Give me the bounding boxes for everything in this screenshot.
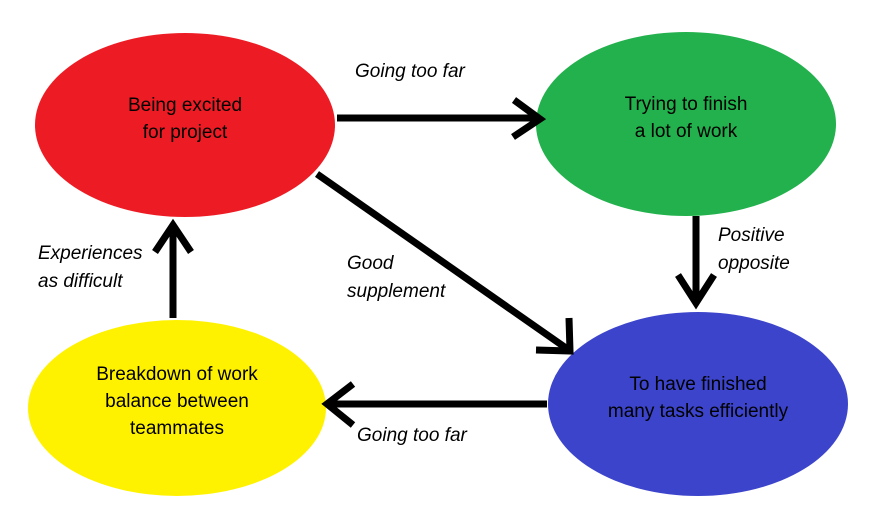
node-ellipse-green[interactable]: [536, 32, 836, 216]
node-ellipse-blue[interactable]: [548, 312, 848, 496]
arrow-green-to-blue[interactable]: [675, 216, 717, 310]
node-ellipse-red[interactable]: [35, 33, 335, 217]
arrow-red-to-blue[interactable]: [314, 171, 574, 355]
edge-label-good-supplement: Good supplement: [347, 253, 446, 302]
edge-label-positive-opposite: Positive opposite: [718, 225, 790, 274]
edge-label-experiences-as-difficult: Experiences as difficult: [38, 243, 143, 292]
edge-label-going-too-far-bottom: Going too far: [357, 425, 467, 446]
edge-label-going-too-far-top: Going too far: [355, 61, 465, 82]
arrow-yellow-to-red[interactable]: [152, 218, 194, 318]
arrow-blue-to-yellow[interactable]: [321, 381, 547, 428]
arrow-red-to-green[interactable]: [337, 97, 547, 140]
node-ellipse-yellow[interactable]: [28, 320, 326, 496]
